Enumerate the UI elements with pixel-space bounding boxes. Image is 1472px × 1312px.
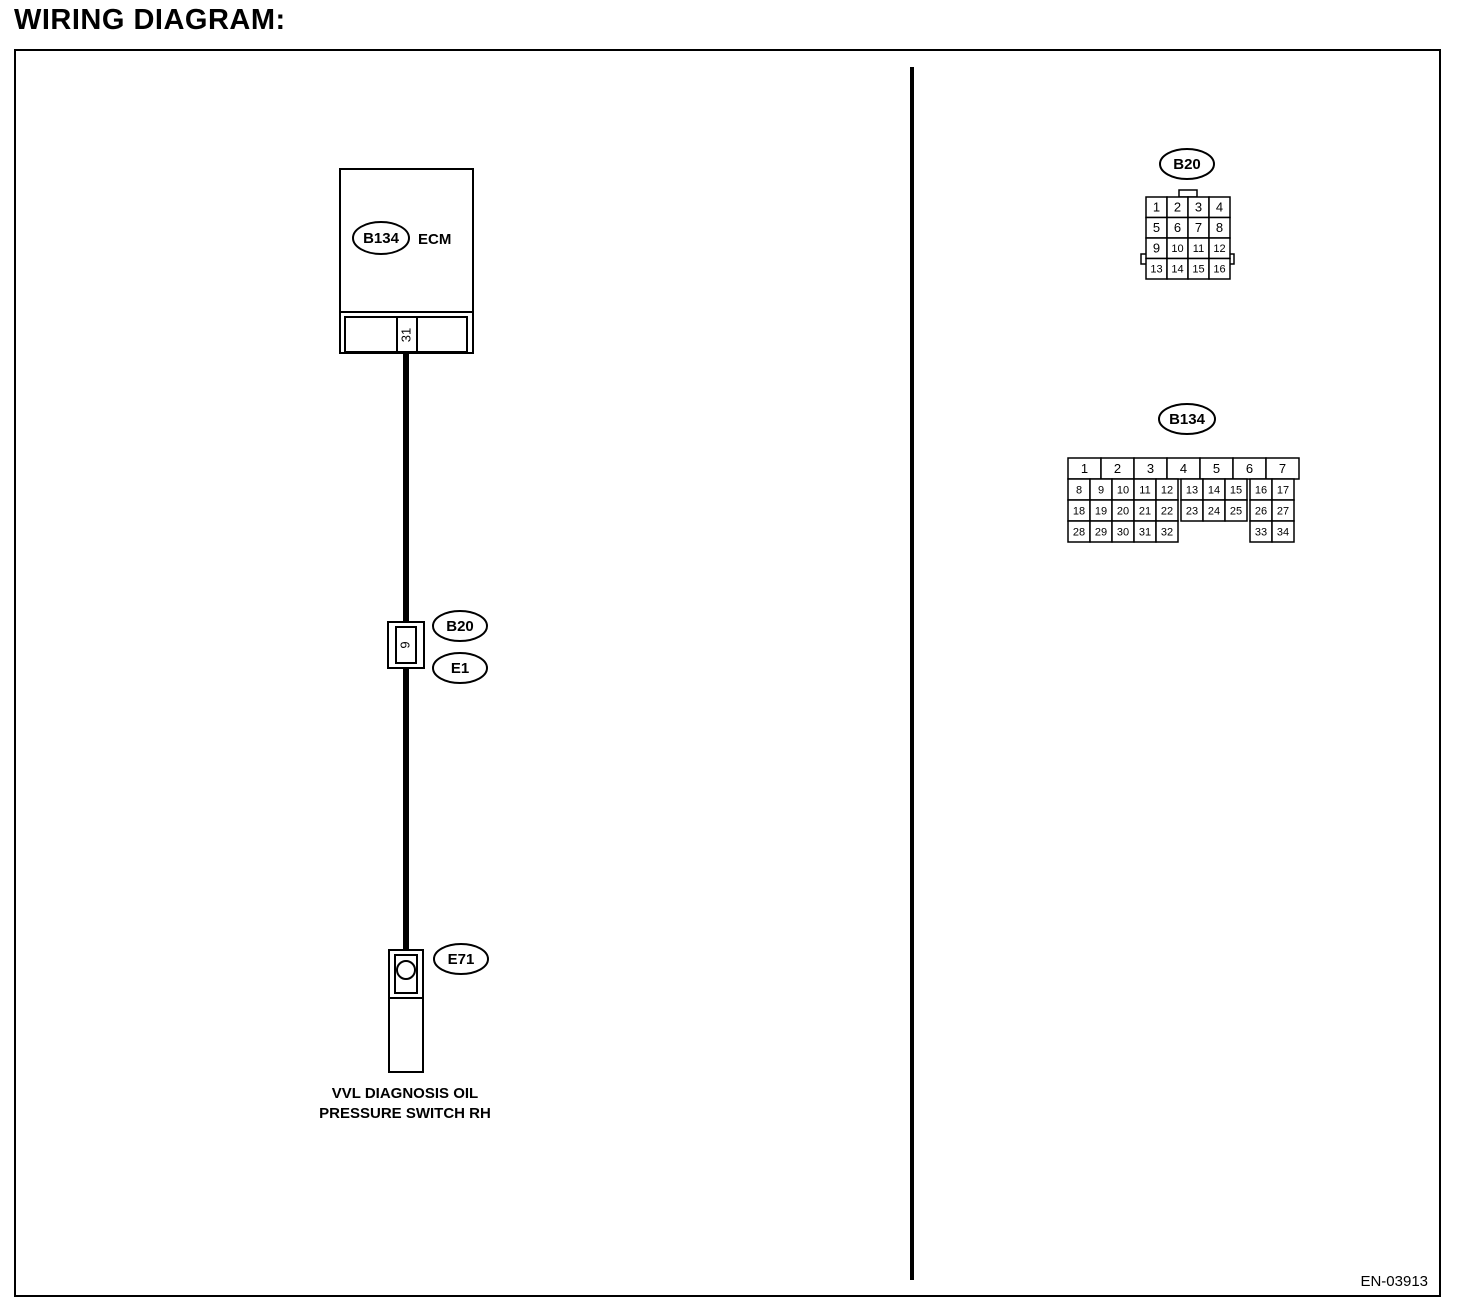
b20-pin-7-label: 7 bbox=[1195, 220, 1202, 235]
page-title: WIRING DIAGRAM: bbox=[14, 4, 286, 36]
switch-terminal-pin bbox=[396, 960, 416, 980]
b134-pin-30-label: 30 bbox=[1117, 526, 1129, 538]
ecm-connector-code: B134 bbox=[363, 230, 400, 247]
b20-pin-1-label: 1 bbox=[1153, 200, 1160, 215]
b134-pin-33-label: 33 bbox=[1255, 526, 1267, 538]
switch-label-line1: VVL DIAGNOSIS OIL bbox=[332, 1085, 478, 1102]
b134-pin-1-label: 1 bbox=[1081, 461, 1088, 476]
b20-face-tag bbox=[1159, 148, 1215, 180]
b134-pin-11-label: 11 bbox=[1139, 484, 1150, 496]
junction-terminal-slot bbox=[395, 626, 417, 664]
b20-pin-2-label: 2 bbox=[1174, 200, 1181, 215]
b134-pin-15-label: 15 bbox=[1230, 484, 1242, 496]
b134-pin-24-label: 24 bbox=[1208, 505, 1220, 517]
b134-pin-29-label: 29 bbox=[1095, 526, 1107, 538]
diagram-frame bbox=[14, 49, 1441, 1297]
b134-face-code: B134 bbox=[1169, 411, 1206, 428]
ecm-label: ECM bbox=[418, 231, 451, 248]
b134-pin-14-label: 14 bbox=[1208, 484, 1220, 496]
b134-pin-34-label: 34 bbox=[1277, 526, 1289, 538]
b20-pin-8-label: 8 bbox=[1216, 220, 1223, 235]
b134-face-tag bbox=[1158, 403, 1216, 435]
b20-pin-16-label: 16 bbox=[1213, 264, 1225, 276]
b20-face-code: B20 bbox=[1173, 156, 1201, 173]
b134-pin-18-label: 18 bbox=[1073, 505, 1085, 517]
b20-pin-5-label: 5 bbox=[1153, 220, 1160, 235]
ecm-terminal-slot bbox=[396, 316, 418, 353]
b134-pin-4-label: 4 bbox=[1180, 461, 1187, 476]
oil-pressure-switch: E71 VVL DIAGNOSIS OIL PRESSURE SWITCH RH bbox=[319, 943, 491, 1122]
junction-connector: 9 B20 E1 bbox=[387, 610, 488, 684]
junction-terminal-label: 9 bbox=[397, 641, 412, 648]
b134-pin-32-cell bbox=[1155, 520, 1179, 543]
b134-pin-25-cell bbox=[1224, 499, 1248, 522]
b134-pin-28-label: 28 bbox=[1073, 526, 1085, 538]
switch-connector-tag bbox=[433, 943, 489, 975]
ecm-connector-tag bbox=[352, 221, 410, 255]
switch-label-line2: PRESSURE SWITCH RH bbox=[319, 1105, 491, 1122]
b134-pin-23-label: 23 bbox=[1186, 505, 1198, 517]
b134-pin-31-label: 31 bbox=[1139, 526, 1151, 538]
b134-pin-16-label: 16 bbox=[1255, 484, 1267, 496]
junction-upper-code: B20 bbox=[446, 618, 474, 635]
b134-pin-2-label: 2 bbox=[1114, 461, 1121, 476]
b134-pin-34-cell bbox=[1271, 520, 1295, 543]
b134-pin-26-label: 26 bbox=[1255, 505, 1267, 517]
b134-pin-19-label: 19 bbox=[1095, 505, 1107, 517]
b20-pin-14-label: 14 bbox=[1171, 264, 1183, 276]
b20-pin-4-label: 4 bbox=[1216, 200, 1223, 215]
figure-code: EN-03913 bbox=[1360, 1273, 1428, 1290]
b134-pin-22-label: 22 bbox=[1161, 505, 1173, 517]
b20-pin-13-label: 13 bbox=[1150, 264, 1162, 276]
b20-pin-3-label: 3 bbox=[1195, 200, 1202, 215]
b134-pin-25-label: 25 bbox=[1230, 505, 1242, 517]
b134-pin-5-label: 5 bbox=[1213, 461, 1220, 476]
b134-pin-32-label: 32 bbox=[1161, 526, 1173, 538]
b20-pin-15-label: 15 bbox=[1192, 264, 1204, 276]
b20-pin-11-label: 11 bbox=[1193, 243, 1204, 255]
b134-pin-8-label: 8 bbox=[1076, 484, 1082, 496]
b134-pin-17-label: 17 bbox=[1277, 484, 1289, 496]
b20-pin-9-label: 9 bbox=[1153, 241, 1160, 256]
b134-pin-12-label: 12 bbox=[1161, 484, 1173, 496]
ecm-unit: 31 B134 ECM bbox=[339, 168, 474, 354]
b134-pin-6-label: 6 bbox=[1246, 461, 1253, 476]
ecm-body bbox=[339, 168, 474, 354]
b134-pin-20-label: 20 bbox=[1117, 505, 1129, 517]
b134-pin-7-label: 7 bbox=[1279, 461, 1286, 476]
b134-pin-10-label: 10 bbox=[1117, 484, 1129, 496]
switch-connector-code: E71 bbox=[448, 951, 475, 968]
b20-pin-6-label: 6 bbox=[1174, 220, 1181, 235]
junction-lower-tag bbox=[432, 652, 488, 684]
b134-pin-3-label: 3 bbox=[1147, 461, 1154, 476]
b134-pin-27-label: 27 bbox=[1277, 505, 1289, 517]
b20-latch bbox=[1178, 189, 1198, 198]
b134-pin-21-label: 21 bbox=[1139, 505, 1151, 517]
b134-pin-9-label: 9 bbox=[1098, 484, 1104, 496]
ecm-terminal-label: 31 bbox=[398, 328, 413, 342]
b134-pin-13-label: 13 bbox=[1186, 484, 1198, 496]
junction-lower-code: E1 bbox=[451, 660, 469, 677]
b20-pin-10-label: 10 bbox=[1171, 243, 1183, 255]
junction-upper-tag bbox=[432, 610, 488, 642]
b20-pin-12-label: 12 bbox=[1213, 243, 1225, 255]
b20-pin-16-cell bbox=[1208, 257, 1231, 280]
